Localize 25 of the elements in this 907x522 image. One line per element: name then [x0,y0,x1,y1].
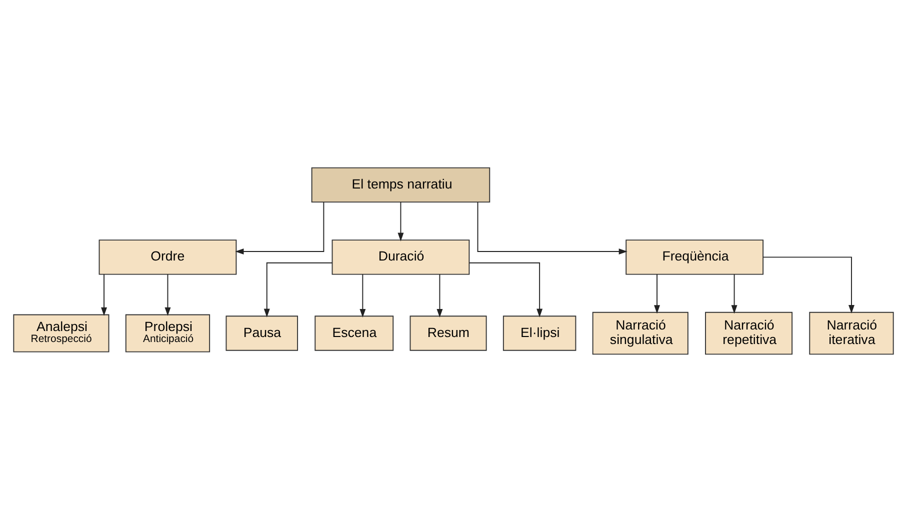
node-box: Narració repetitiva [705,312,793,355]
arrow [477,202,628,254]
node-box: Narració iterativa [809,312,894,355]
arrow [360,274,366,318]
arrow [654,274,660,314]
node-box: El temps narratiu [311,167,490,203]
node-box: Narració singulativa [592,312,688,355]
node-box: El·lipsi [502,316,576,351]
arrow [264,262,333,318]
arrow [235,202,324,254]
node-box: Duració [332,240,470,275]
node-box: Analepsi Retrospecció [13,314,110,352]
node-box: Escena [314,316,394,351]
node-box: Pausa [226,316,298,351]
node-box: Resum [410,316,487,351]
arrow [468,262,543,318]
arrow [762,256,854,314]
arrow [101,274,108,316]
arrow [398,202,404,242]
node-box: Prolepsi Anticipació [125,314,210,352]
arrow [436,274,443,318]
node-box: Ordre [98,240,237,275]
arrow [731,274,738,314]
node-box: Freqüència [626,240,764,275]
arrow [164,274,171,316]
